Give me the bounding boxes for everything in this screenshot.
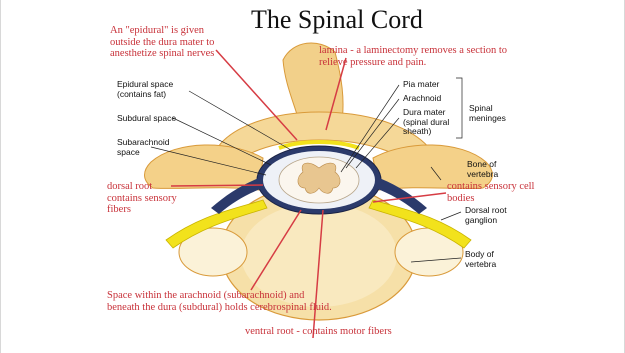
label-pia-mater: Pia mater bbox=[403, 80, 439, 90]
label-epidural-space: Epidural space (contains fat) bbox=[117, 80, 199, 99]
annotation-sensory-cell-bodies: contains sensory cell bodies bbox=[447, 181, 537, 204]
label-arachnoid: Arachnoid bbox=[403, 94, 441, 104]
label-dura-mater: Dura mater (spinal dural sheath) bbox=[403, 108, 457, 137]
label-spinal-meninges: Spinal meninges bbox=[469, 104, 517, 123]
annotation-epidural: An "epidural" is given outside the dura … bbox=[110, 25, 228, 60]
label-subdural-space: Subdural space bbox=[117, 114, 176, 124]
annotation-lamina: lamina - a laminectomy removes a section… bbox=[319, 45, 519, 68]
label-bone-of-vertebra: Bone of vertebra bbox=[467, 160, 511, 179]
label-subarachnoid-space: Subarachnoid space bbox=[117, 138, 175, 157]
label-body-of-vertebra: Body of vertebra bbox=[465, 250, 521, 269]
annotation-dorsal-root: dorsal root contains sensory fibers bbox=[107, 181, 181, 216]
annotation-ventral-root: ventral root - contains motor fibers bbox=[245, 326, 475, 338]
annotation-csf-space: Space within the arachnoid (subarachnoid… bbox=[107, 290, 339, 313]
label-dorsal-root-ganglion: Dorsal root ganglion bbox=[465, 206, 521, 225]
